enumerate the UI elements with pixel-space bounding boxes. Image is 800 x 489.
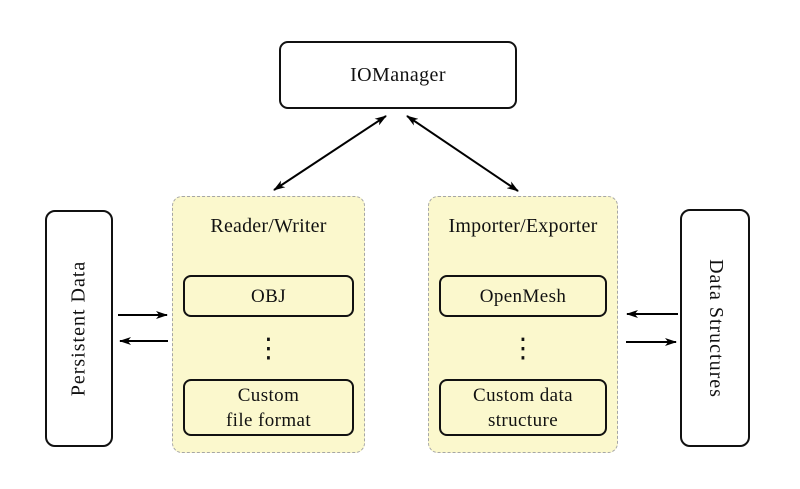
node-iomanager-label: IOManager bbox=[350, 63, 446, 86]
ellipsis-importer-exporter: ⋮ bbox=[509, 332, 537, 364]
arrow-iomanager-readerwriter bbox=[273, 115, 387, 191]
group-importer-exporter: Importer/Exporter OpenMesh ⋮ Custom data… bbox=[428, 196, 618, 453]
node-custom-data-structure-line2: structure bbox=[487, 409, 559, 431]
node-obj-label: OBJ bbox=[251, 285, 286, 307]
node-custom-file-format-line2: file format bbox=[225, 409, 312, 431]
node-custom-data-structure: Custom data structure bbox=[439, 379, 607, 436]
node-data-structures: Data Structures bbox=[680, 209, 750, 447]
node-custom-file-format-line1: Custom bbox=[237, 384, 300, 406]
node-data-structures-label: Data Structures bbox=[704, 258, 727, 398]
node-custom-file-format: Custom file format bbox=[183, 379, 354, 436]
group-reader-writer: Reader/Writer OBJ ⋮ Custom file format bbox=[172, 196, 365, 453]
arrow-iomanager-importerexporter bbox=[406, 115, 519, 192]
node-persistent-data-label: Persistent Data bbox=[67, 260, 90, 397]
ellipsis-reader-writer: ⋮ bbox=[255, 332, 282, 364]
node-custom-data-structure-line1: Custom data bbox=[473, 384, 573, 406]
group-reader-writer-title: Reader/Writer bbox=[210, 215, 327, 237]
node-openmesh: OpenMesh bbox=[439, 275, 607, 317]
node-obj: OBJ bbox=[183, 275, 354, 317]
node-openmesh-label: OpenMesh bbox=[479, 285, 567, 307]
group-importer-exporter-title: Importer/Exporter bbox=[448, 215, 598, 237]
node-iomanager: IOManager bbox=[279, 41, 517, 109]
node-persistent-data: Persistent Data bbox=[45, 210, 113, 447]
